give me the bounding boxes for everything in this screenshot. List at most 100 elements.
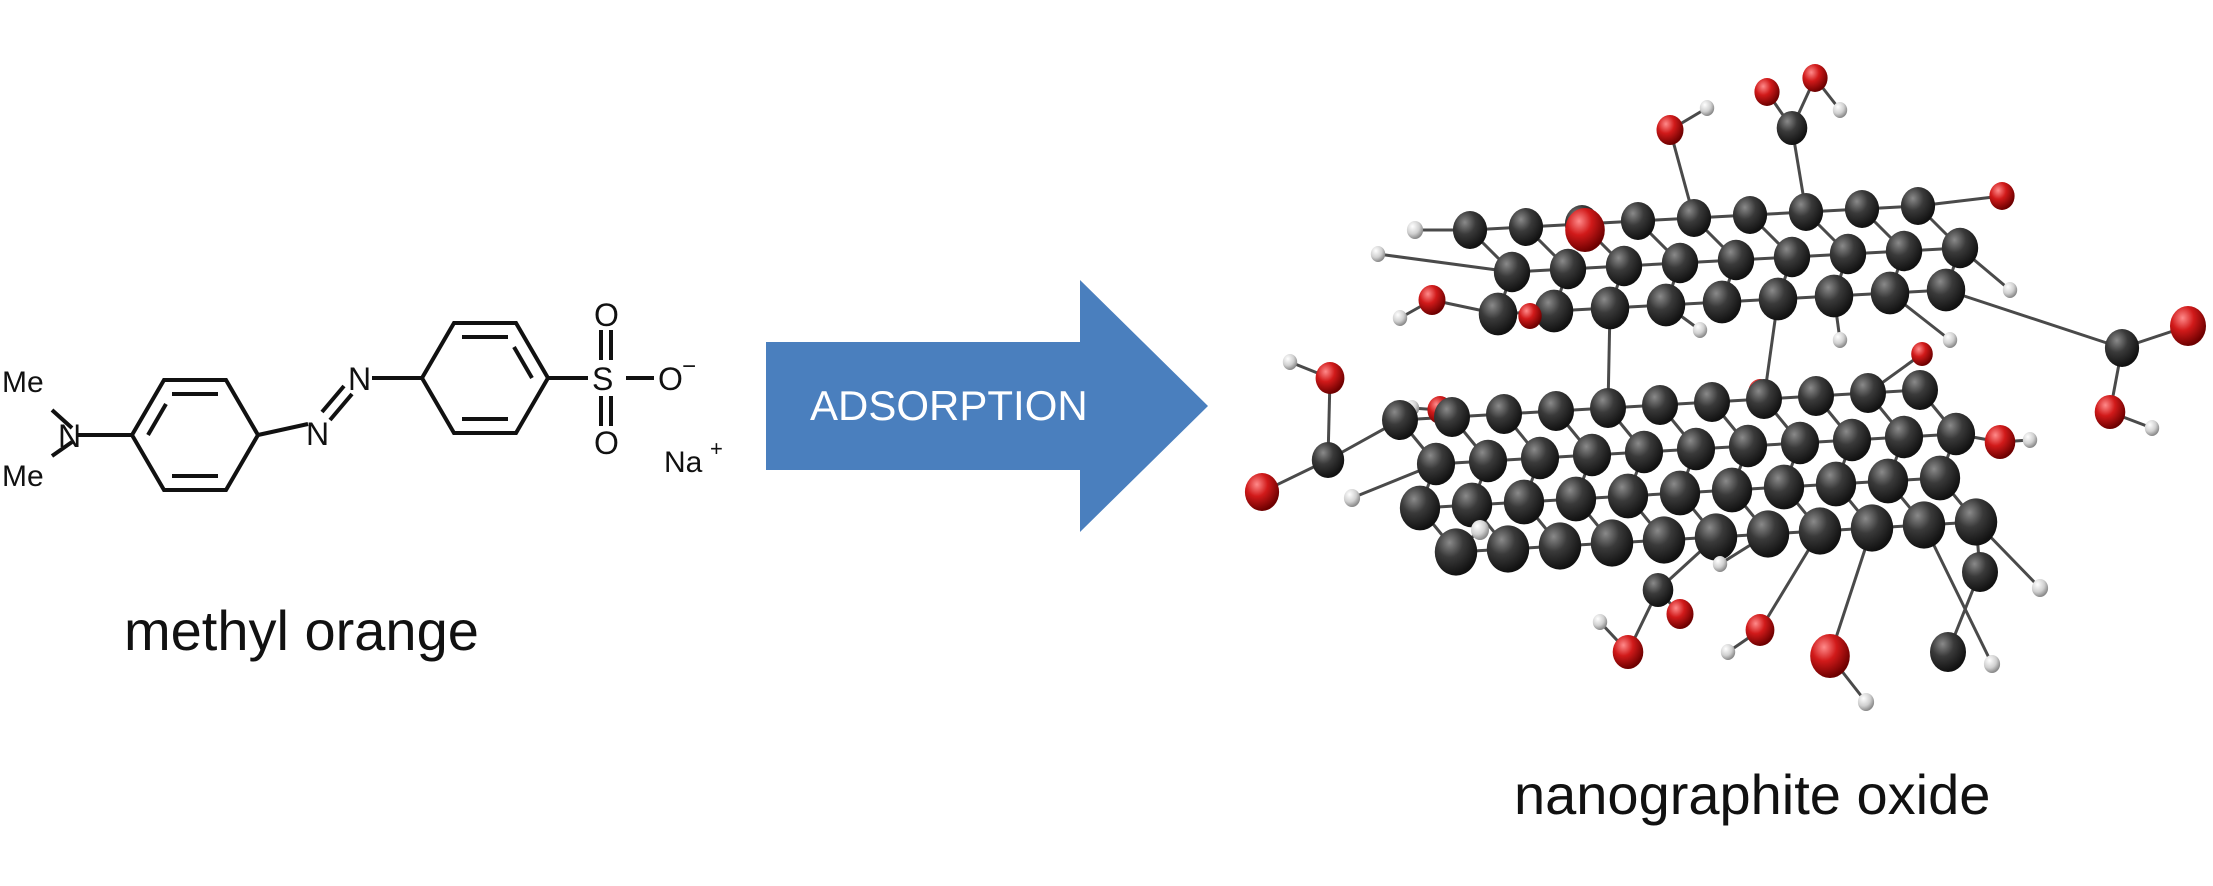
- carbon-atom: [1900, 187, 1936, 225]
- hydrogen-atom: [2002, 282, 2018, 298]
- carbon-atom: [1590, 286, 1630, 330]
- carbon-atom: [1590, 519, 1634, 567]
- hydrogen-atom: [1857, 693, 1875, 711]
- carbon-atom: [1798, 376, 1834, 416]
- carbon-atom: [1555, 476, 1597, 522]
- hydrogen-atom: [1983, 655, 2001, 673]
- hydrogen-atom: [1282, 354, 1298, 370]
- carbon-atom: [1780, 421, 1820, 465]
- carbon-atom: [1711, 467, 1753, 513]
- hydrogen-atom: [1692, 322, 1708, 338]
- oxygen-atom: [1612, 635, 1644, 669]
- oxygen-atom: [1418, 285, 1446, 315]
- hydrogen-atom: [1343, 489, 1361, 507]
- benzene-ring-2: [419, 321, 551, 435]
- carbon-atom: [1538, 391, 1574, 431]
- methyl-label-2: Me: [2, 460, 44, 493]
- carbon-atom: [1702, 280, 1742, 324]
- carbon-atom: [1642, 573, 1674, 607]
- carbon-atom: [1941, 227, 1979, 269]
- carbon-atom: [1815, 461, 1857, 507]
- carbon-atom: [1884, 415, 1924, 459]
- oxygen-atom: [1754, 78, 1780, 106]
- azo-nitrogen-label-2: N: [348, 361, 371, 397]
- carbon-atom: [1486, 525, 1530, 573]
- carbon-atom: [1478, 292, 1518, 336]
- carbon-atom: [1624, 430, 1664, 474]
- hydrogen-atom: [1370, 246, 1386, 262]
- oxygen-atom: [2094, 395, 2126, 429]
- carbon-atom: [1451, 482, 1493, 528]
- hydrogen-atom: [1942, 332, 1958, 348]
- carbon-atom: [1867, 458, 1909, 504]
- counterion-label: Na: [664, 446, 703, 479]
- ngo-bond: [1945, 288, 2123, 350]
- carbon-atom: [1676, 199, 1712, 237]
- carbon-atom: [1434, 397, 1470, 437]
- carbon-atom: [1832, 418, 1872, 462]
- carbon-atom: [1493, 251, 1531, 293]
- carbon-atom: [1538, 522, 1582, 570]
- carbon-atom: [1659, 470, 1701, 516]
- carbon-atom: [1776, 111, 1808, 145]
- carbon-atom: [1962, 552, 1998, 592]
- methyl-orange-structure: [50, 321, 654, 492]
- carbon-atom: [1520, 436, 1560, 480]
- oxygen-atom: [2170, 306, 2206, 346]
- arrow-label: ADSORPTION: [810, 382, 1088, 429]
- carbon-atom: [1930, 632, 1966, 672]
- benzene-ring-1: [129, 378, 261, 492]
- carbon-atom: [1382, 400, 1418, 440]
- carbon-atom: [1503, 479, 1545, 525]
- bond-me2-n: [50, 440, 74, 458]
- carbon-atom: [1850, 373, 1886, 413]
- methyl-label-1: Me: [2, 366, 44, 399]
- carbon-atom: [2104, 329, 2140, 367]
- carbon-atom: [1642, 385, 1678, 425]
- oxygen-atom: [1802, 64, 1828, 92]
- bond-me1-n: [50, 408, 74, 430]
- carbon-atom: [1416, 442, 1456, 486]
- carbon-atom: [1620, 202, 1656, 240]
- oxygen-atom: [1989, 182, 2015, 210]
- oxygen-atom: [1984, 425, 2016, 459]
- carbon-atom: [1646, 283, 1686, 327]
- carbon-atom: [1902, 370, 1938, 410]
- carbon-atom: [1902, 501, 1946, 549]
- hydrogen-atom: [1699, 100, 1715, 116]
- oxygen-atom: [1810, 634, 1850, 678]
- oxygen-atom: [1518, 303, 1542, 329]
- azo-double-bond-b: [328, 392, 354, 422]
- azo-nitrogen-label-1: N: [306, 416, 329, 452]
- carbon-atom: [1926, 268, 1966, 312]
- carbon-atom: [1870, 271, 1910, 315]
- carbon-atom: [1758, 277, 1798, 321]
- oxygen-atom: [1745, 614, 1775, 646]
- adsorption-arrow: ADSORPTION: [766, 280, 1208, 532]
- oxygen-top-label: O: [594, 297, 619, 333]
- ring2-double-bond-c: [512, 345, 534, 380]
- carbon-atom: [1434, 528, 1478, 576]
- carbon-atom: [1452, 211, 1488, 249]
- carbon-atom: [1763, 464, 1805, 510]
- amine-nitrogen-label: N: [58, 418, 81, 454]
- carbon-atom: [1549, 248, 1587, 290]
- azo-double-bond-a: [320, 384, 346, 414]
- arrow-shape: [766, 280, 1208, 532]
- carbon-atom: [1814, 274, 1854, 318]
- hydrogen-atom: [1406, 221, 1424, 239]
- carbon-atom: [1468, 439, 1508, 483]
- anion-charge-label: −: [682, 353, 696, 380]
- carbon-atom: [1728, 424, 1768, 468]
- nanographite-oxide-caption: nanographite oxide: [1514, 763, 1991, 826]
- carbon-atom: [1732, 196, 1768, 234]
- carbon-atom: [1534, 289, 1574, 333]
- ngo-bond: [1922, 524, 1994, 665]
- carbon-atom: [1642, 516, 1686, 564]
- carbon-atom: [1844, 190, 1880, 228]
- carbon-atom: [1936, 412, 1976, 456]
- oxygen-bottom-label: O: [594, 425, 619, 461]
- oxygen-atom: [1244, 473, 1280, 511]
